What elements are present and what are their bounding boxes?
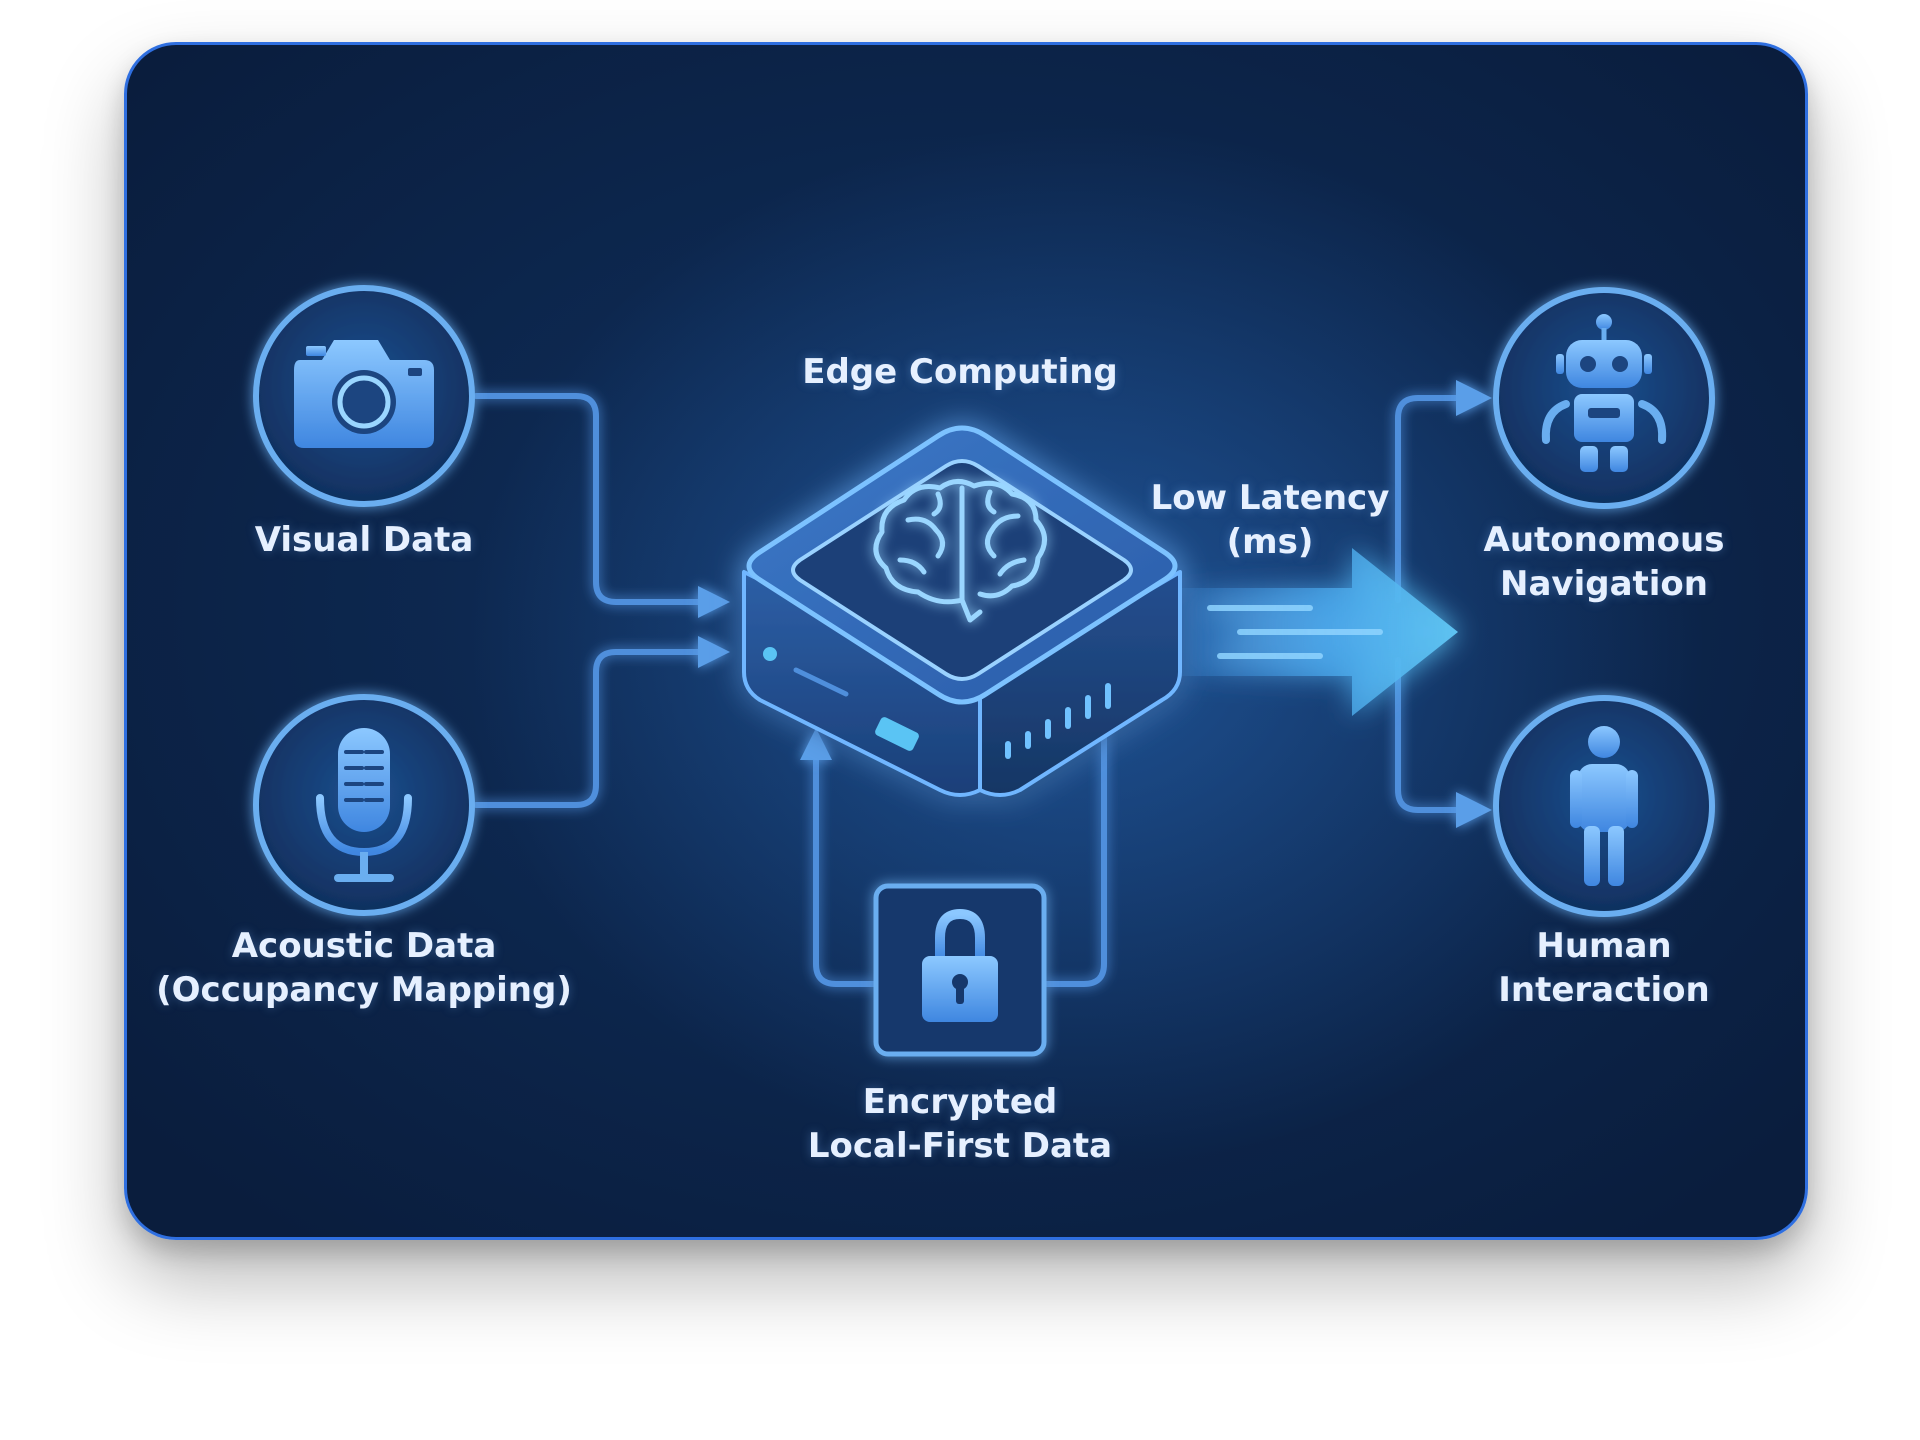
person-icon [1570, 726, 1638, 886]
visual-connector [473, 393, 703, 605]
visual-arrowhead [698, 586, 730, 618]
device-led [763, 647, 777, 661]
human-connector [1395, 657, 1461, 813]
acoustic-arrowhead [698, 636, 730, 668]
low-latency-arrow [1170, 548, 1458, 716]
latency-label: Low Latency (ms) [1150, 476, 1390, 564]
visual-node [253, 285, 475, 507]
navigation-label: Autonomous Navigation [1444, 518, 1764, 606]
device-port [875, 717, 919, 751]
human-label-line1: Human [1536, 926, 1672, 966]
output-arrowheads [1456, 380, 1492, 828]
speed-streaks [1207, 605, 1383, 659]
device-vents [1005, 683, 1111, 759]
navigation-connector [1395, 395, 1461, 603]
storage-up-connector [813, 755, 878, 987]
storage-connectors [813, 717, 1107, 987]
acoustic-node [253, 694, 475, 916]
storage-box [873, 883, 1047, 1057]
navigation-arrowhead [1456, 380, 1492, 416]
input-connectors [473, 393, 703, 808]
microphone-icon [316, 728, 412, 882]
human-label: Human Interaction [1444, 924, 1764, 1012]
human-node [1493, 695, 1715, 917]
acoustic-label: Acoustic Data (Occupancy Mapping) [144, 924, 584, 1012]
human-arrowhead [1456, 792, 1492, 828]
output-connectors [1395, 395, 1461, 813]
core-title: Edge Computing [802, 352, 1118, 392]
storage-up-arrowhead [800, 728, 832, 760]
input-arrowheads [698, 586, 730, 668]
acoustic-label-line2: (Occupancy Mapping) [156, 970, 572, 1010]
robot-icon [1541, 314, 1667, 472]
navigation-label-line1: Autonomous [1483, 520, 1725, 560]
human-label-line2: Interaction [1498, 970, 1710, 1010]
navigation-label-line2: Navigation [1500, 564, 1708, 604]
acoustic-connector [473, 649, 703, 808]
latency-label-line2: (ms) [1226, 522, 1314, 562]
storage-right-connector [1042, 717, 1107, 987]
storage-label-line1: Encrypted [862, 1082, 1058, 1122]
acoustic-label-line1: Acoustic Data [231, 926, 497, 966]
camera-icon [294, 340, 434, 448]
device-slot [793, 667, 849, 697]
visual-label: Visual Data [254, 520, 474, 560]
latency-label-line1: Low Latency [1150, 478, 1390, 518]
navigation-node [1493, 287, 1715, 509]
lock-icon [922, 908, 998, 1022]
storage-label: Encrypted Local-First Data [760, 1080, 1160, 1168]
brain-icon [873, 479, 1047, 623]
device-side-left [742, 570, 982, 797]
storage-label-line2: Local-First Data [807, 1126, 1113, 1166]
